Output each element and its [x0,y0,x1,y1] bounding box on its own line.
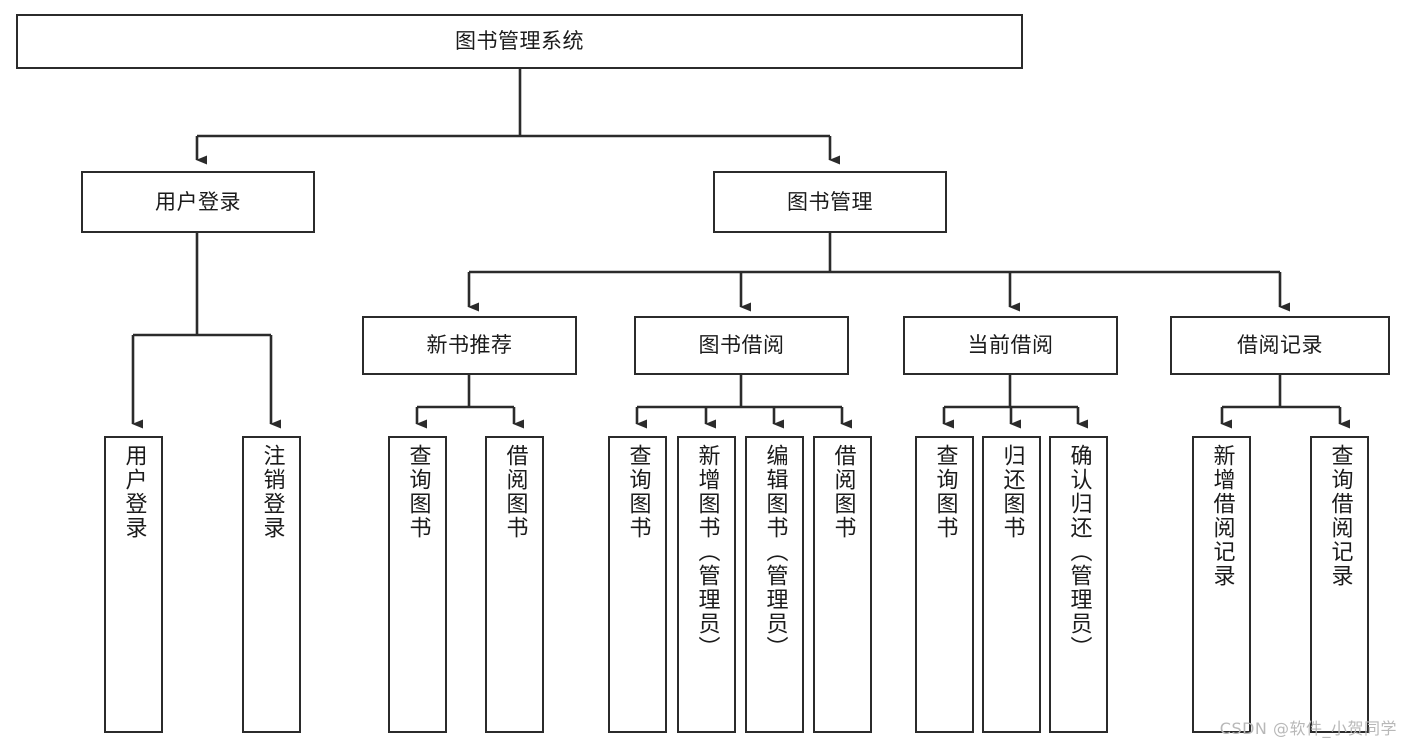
leaf-borrow-borrow-book[interactable]: 借阅图书 [813,436,872,733]
node-label: 查询图书 [405,444,431,540]
leaf-user-login-logout[interactable]: 注销登录 [242,436,301,733]
node-label: 用户登录 [155,189,241,214]
node-label: 图书管理系统 [455,29,584,54]
node-book-borrow[interactable]: 图书借阅 [634,316,849,375]
leaf-current-query-book[interactable]: 查询图书 [915,436,974,733]
leaf-borrow-edit-book-admin[interactable]: 编辑图书（管理员） [745,436,804,733]
node-label: 新书推荐 [426,333,513,358]
node-label: 用户登录 [121,444,147,540]
leaf-borrow-query-book[interactable]: 查询图书 [608,436,667,733]
leaf-current-confirm-return-admin[interactable]: 确认归还（管理员） [1049,436,1108,733]
leaf-current-return-book[interactable]: 归还图书 [982,436,1041,733]
node-label: 图书借阅 [698,333,785,358]
leaf-record-add-record[interactable]: 新增借阅记录 [1192,436,1251,733]
node-label: 查询借阅记录 [1327,444,1353,588]
node-current-borrow[interactable]: 当前借阅 [903,316,1118,375]
node-label: 图书管理 [787,189,873,214]
node-label: 确认归还（管理员） [1066,444,1092,660]
leaf-user-login-login[interactable]: 用户登录 [104,436,163,733]
node-label: 查询图书 [625,444,651,540]
node-label: 借阅记录 [1237,333,1323,358]
node-label: 新增图书（管理员） [694,444,720,660]
node-label: 借阅图书 [502,444,528,540]
node-book-management[interactable]: 图书管理 [713,171,947,233]
node-borrow-record[interactable]: 借阅记录 [1170,316,1390,375]
node-label: 编辑图书（管理员） [762,444,788,660]
csdn-watermark: CSDN @软件_小贺同学 [1219,719,1397,738]
node-label: 查询图书 [932,444,958,540]
node-label: 新增借阅记录 [1209,444,1235,588]
leaf-recommend-query-book[interactable]: 查询图书 [388,436,447,733]
node-user-login[interactable]: 用户登录 [81,171,315,233]
node-label: 注销登录 [259,444,285,540]
leaf-recommend-borrow-book[interactable]: 借阅图书 [485,436,544,733]
leaf-borrow-add-book-admin[interactable]: 新增图书（管理员） [677,436,736,733]
node-new-book-recommend[interactable]: 新书推荐 [362,316,577,375]
node-label: 归还图书 [999,444,1025,540]
leaf-record-query-record[interactable]: 查询借阅记录 [1310,436,1369,733]
node-root-system[interactable]: 图书管理系统 [16,14,1023,69]
node-label: 当前借阅 [967,333,1054,358]
node-label: 借阅图书 [830,444,856,540]
